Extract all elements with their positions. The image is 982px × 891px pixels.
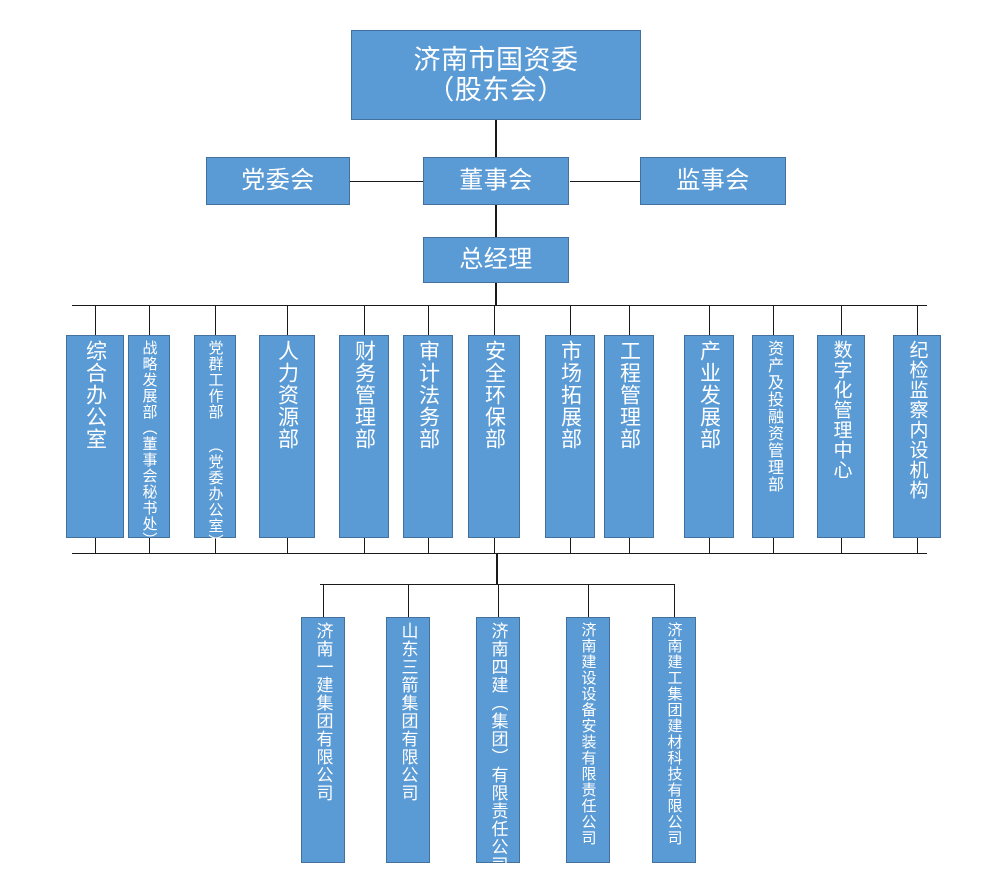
- node-department-5-label: 审计法务部: [416, 340, 440, 450]
- node-subsidiary-2[interactable]: 济南四建（集团）有限责任公司: [476, 617, 520, 874]
- connector-sub-drop-4: [674, 584, 675, 617]
- node-department-0-label: 综合办公室: [83, 340, 107, 450]
- connector-dept-riser-6: [494, 538, 495, 553]
- node-subsidiary-3[interactable]: 济南建设设备安装有限责任公司: [566, 617, 610, 863]
- connector-dept-riser-4: [364, 538, 365, 553]
- connector-dept-riser-8: [629, 538, 630, 553]
- connector-dept-drop-1: [149, 305, 150, 335]
- node-department-6[interactable]: 安全环保部: [468, 335, 520, 538]
- connector-department-bus: [72, 305, 927, 306]
- connector-dept-riser-0: [95, 538, 96, 553]
- connector-dept-drop-9: [709, 305, 710, 335]
- connector-dept-drop-3: [287, 305, 288, 335]
- connector-dept-drop-2: [215, 305, 216, 335]
- node-party-committee-label: 党委会: [241, 166, 315, 194]
- node-department-0[interactable]: 综合办公室: [66, 335, 124, 538]
- node-subsidiary-3-label: 济南建设设备安装有限责任公司: [579, 622, 597, 846]
- connector-dept-riser-9: [709, 538, 710, 553]
- node-department-12-label: 纪检监察内设机构: [906, 340, 928, 500]
- node-owner[interactable]: 济南市国资委 （股东会）: [351, 30, 641, 120]
- node-department-12[interactable]: 纪检监察内设机构: [893, 335, 941, 538]
- node-party-committee[interactable]: 党委会: [206, 157, 350, 205]
- node-department-9[interactable]: 产业发展部: [684, 335, 734, 538]
- node-department-11-label: 数字化管理中心: [830, 340, 852, 480]
- connector-dept-riser-2: [215, 538, 216, 553]
- node-owner-label: 济南市国资委 （股东会）: [413, 44, 579, 105]
- node-department-9-label: 产业发展部: [697, 340, 721, 450]
- node-department-7-label: 市场拓展部: [558, 340, 582, 450]
- node-department-2-label: 党群工作部 （党委办公室）: [206, 340, 224, 550]
- connector-dept-riser-7: [570, 538, 571, 553]
- node-general-manager[interactable]: 总经理: [423, 237, 569, 283]
- node-department-7[interactable]: 市场拓展部: [545, 335, 595, 538]
- node-subsidiary-2-label: 济南四建（集团）有限责任公司: [488, 622, 508, 874]
- node-subsidiary-4[interactable]: 济南建工集团建材科技有限公司: [652, 617, 696, 863]
- connector-dept-drop-11: [841, 305, 842, 335]
- node-subsidiary-1[interactable]: 山东三箭集团有限公司: [386, 617, 430, 863]
- connector-dept-riser-10: [773, 538, 774, 553]
- node-board-of-directors-label: 董事会: [459, 166, 533, 194]
- connector-sub-drop-2: [498, 584, 499, 617]
- connector-dept-drop-6: [494, 305, 495, 335]
- connector-dept-drop-8: [629, 305, 630, 335]
- node-board-of-directors[interactable]: 董事会: [423, 157, 569, 205]
- connector-subsidiary-bus: [320, 584, 674, 585]
- node-subsidiary-0-label: 济南一建集团有限公司: [313, 622, 333, 802]
- connector-owner-to-board: [495, 120, 497, 157]
- node-department-11[interactable]: 数字化管理中心: [817, 335, 865, 538]
- connector-dept-drop-12: [917, 305, 918, 335]
- node-general-manager-label: 总经理: [459, 245, 533, 273]
- node-board-of-supervisors-label: 监事会: [676, 166, 750, 194]
- node-board-of-supervisors[interactable]: 监事会: [640, 157, 786, 205]
- node-department-10-label: 资产及投融资管理部: [765, 340, 782, 493]
- node-department-1-label: 战略发展部（董事会秘书处）: [140, 340, 158, 548]
- node-department-3-label: 人力资源部: [275, 340, 299, 450]
- node-department-6-label: 安全环保部: [482, 340, 506, 450]
- connector-gm-to-dept-bus: [495, 283, 497, 306]
- node-department-2[interactable]: 党群工作部 （党委办公室）: [194, 335, 236, 550]
- node-department-3[interactable]: 人力资源部: [259, 335, 315, 538]
- node-department-8[interactable]: 工程管理部: [604, 335, 654, 538]
- connector-board-to-supervisors: [570, 181, 640, 182]
- connector-sub-drop-1: [408, 584, 409, 617]
- node-department-4-label: 财务管理部: [352, 340, 376, 450]
- connector-dept-riser-1: [149, 538, 150, 553]
- connector-dept-to-subsidiary-bus: [496, 553, 498, 584]
- connector-dept-riser-5: [428, 538, 429, 553]
- node-subsidiary-4-label: 济南建工集团建材科技有限公司: [665, 622, 683, 846]
- connector-sub-drop-0: [323, 584, 324, 617]
- node-department-4[interactable]: 财务管理部: [339, 335, 389, 538]
- connector-board-to-party: [350, 181, 495, 182]
- node-department-8-label: 工程管理部: [617, 340, 641, 450]
- node-department-5[interactable]: 审计法务部: [403, 335, 453, 538]
- connector-department-lower-bus: [72, 553, 927, 554]
- connector-dept-drop-7: [570, 305, 571, 335]
- connector-dept-riser-3: [287, 538, 288, 553]
- connector-dept-drop-4: [364, 305, 365, 335]
- connector-dept-drop-0: [95, 305, 96, 335]
- connector-sub-drop-3: [588, 584, 589, 617]
- node-department-10[interactable]: 资产及投融资管理部: [752, 335, 794, 538]
- node-subsidiary-0[interactable]: 济南一建集团有限公司: [301, 617, 345, 863]
- connector-dept-drop-5: [428, 305, 429, 335]
- connector-dept-riser-12: [917, 538, 918, 553]
- node-department-1[interactable]: 战略发展部（董事会秘书处）: [128, 335, 170, 548]
- connector-dept-riser-11: [841, 538, 842, 553]
- connector-board-to-gm: [495, 205, 497, 237]
- node-subsidiary-1-label: 山东三箭集团有限公司: [398, 622, 418, 802]
- connector-dept-drop-10: [773, 305, 774, 335]
